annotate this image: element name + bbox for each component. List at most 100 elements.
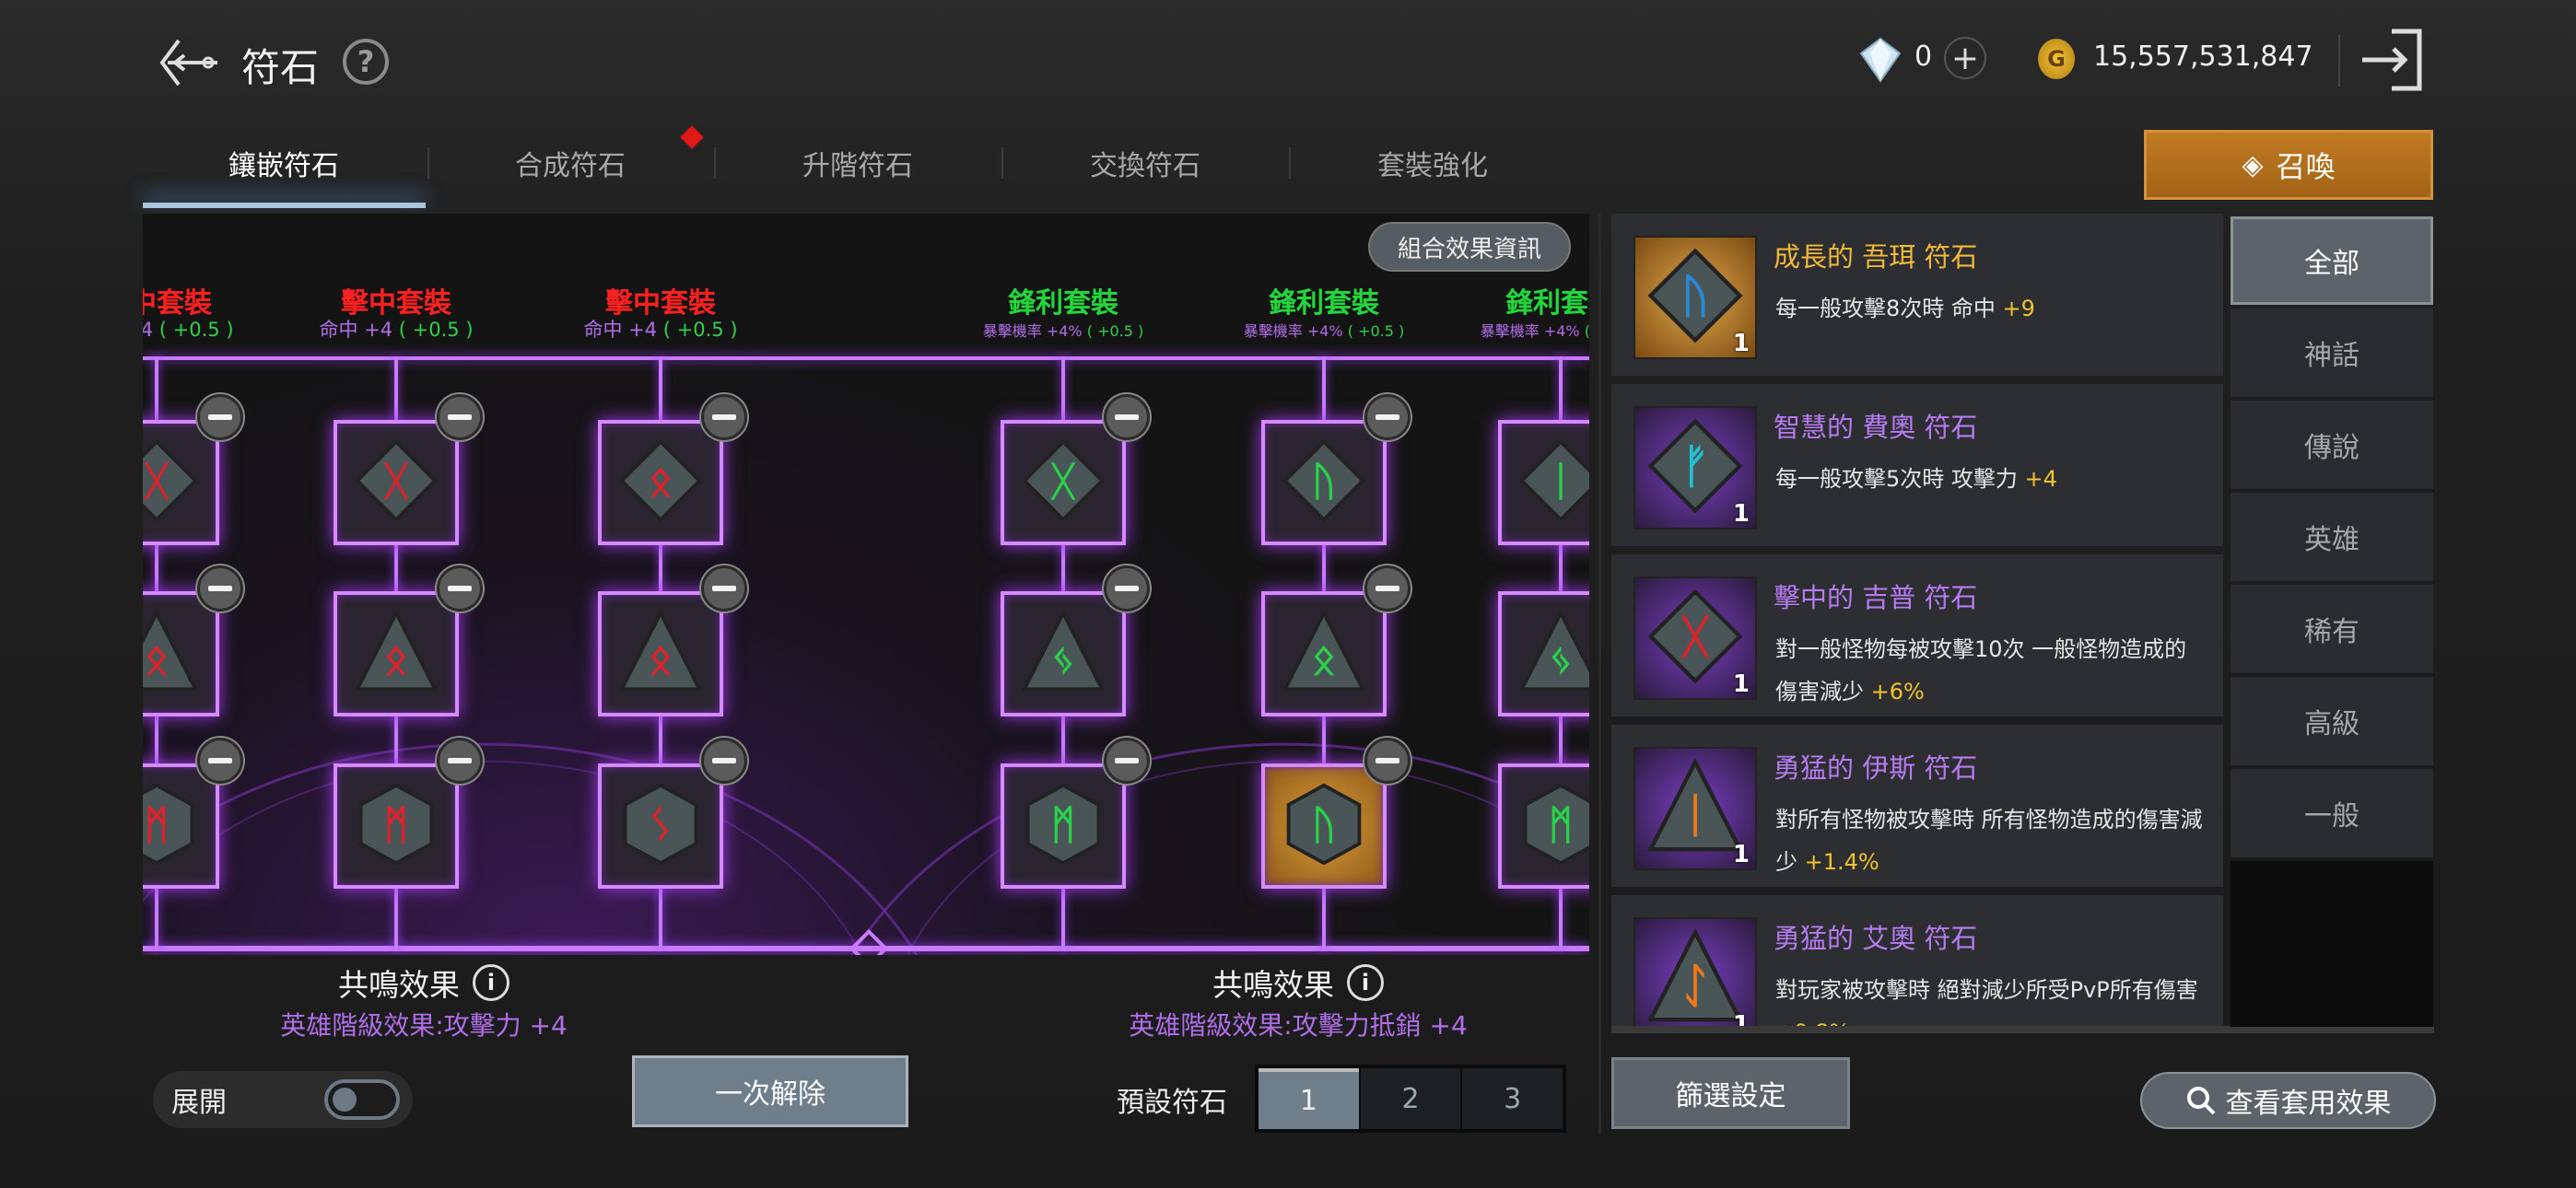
notification-badge bbox=[680, 125, 704, 149]
resonance-label: 共鳴效果 bbox=[338, 967, 460, 1003]
list-scrollbar[interactable] bbox=[1611, 1026, 2434, 1033]
rune-slot[interactable]: ᛊ bbox=[598, 763, 723, 889]
remove-rune-button[interactable] bbox=[701, 738, 747, 784]
filter-tab[interactable]: 稀有 bbox=[2231, 585, 2433, 673]
rune-slot[interactable]: ᛗ bbox=[143, 763, 219, 889]
svg-text:ᚢ: ᚢ bbox=[1312, 458, 1337, 505]
remove-rune-button[interactable] bbox=[1104, 394, 1150, 440]
svg-text:ᛗ: ᛗ bbox=[384, 801, 409, 848]
remove-rune-button[interactable] bbox=[1104, 565, 1150, 611]
tab-inlay[interactable]: 鑲嵌符石 bbox=[228, 150, 339, 182]
rune-icon: ᚢ bbox=[1280, 437, 1368, 529]
svg-text:ᛁ: ᛁ bbox=[1549, 458, 1574, 505]
rune-slot[interactable]: ᚢ bbox=[1261, 763, 1387, 889]
remove-rune-button[interactable] bbox=[197, 394, 243, 440]
rune-slot[interactable]: ᛟ bbox=[598, 591, 723, 716]
exit-button[interactable] bbox=[2359, 28, 2427, 96]
remove-rune-button[interactable] bbox=[197, 738, 243, 784]
set-bonus: 命中 +4 ( +0.5 ) bbox=[522, 315, 799, 343]
filter-tab[interactable]: 傳說 bbox=[2231, 401, 2433, 489]
expand-toggle[interactable]: 展開 bbox=[153, 1071, 413, 1128]
back-button[interactable] bbox=[157, 37, 221, 88]
summon-button[interactable]: ◈ 召喚 bbox=[2144, 130, 2433, 200]
remove-rune-button[interactable] bbox=[1104, 738, 1150, 784]
rune-slot[interactable]: ᚷ bbox=[334, 420, 459, 545]
release-all-button[interactable]: 一次解除 bbox=[632, 1055, 908, 1127]
rune-icon: ᛗ bbox=[352, 780, 440, 872]
svg-text:ᛗ: ᛗ bbox=[1549, 801, 1574, 848]
svg-text:ᚠ: ᚠ bbox=[1681, 439, 1709, 494]
rune-icon: ᛟ bbox=[616, 608, 705, 700]
preset-2-button[interactable]: 2 bbox=[1360, 1068, 1461, 1129]
rune-slot[interactable]: ᛟ bbox=[1261, 591, 1387, 716]
rune-slot[interactable]: ᛁ bbox=[1498, 420, 1589, 545]
add-diamond-button[interactable]: + bbox=[1944, 37, 1986, 79]
rune-slot[interactable]: ᛟ bbox=[334, 591, 459, 716]
tab-exchange[interactable]: 交換符石 bbox=[1090, 150, 1200, 182]
info-icon[interactable]: i bbox=[1347, 964, 1384, 1001]
gold-amount: 15,557,531,847 bbox=[2093, 41, 2313, 73]
preset-1-button[interactable]: 1 bbox=[1259, 1068, 1359, 1129]
remove-rune-button[interactable] bbox=[1364, 738, 1411, 784]
svg-text:ᛁ: ᛁ bbox=[1681, 787, 1709, 842]
remove-rune-button[interactable] bbox=[1364, 394, 1411, 440]
rune-name: 勇猛的 艾奧 符石 bbox=[1774, 923, 1978, 954]
tab-set-enhance[interactable]: 套裝強化 bbox=[1377, 150, 1488, 182]
rune-effect-text: 每一般攻擊5次時 攻擊力 bbox=[1775, 466, 2018, 492]
toggle-switch[interactable] bbox=[324, 1079, 400, 1120]
search-icon bbox=[2186, 1087, 2215, 1115]
svg-text:ᛃ: ᛃ bbox=[1549, 636, 1574, 683]
rune-list-item[interactable]: ᛇ1 勇猛的 艾奧 符石 對玩家被攻擊時 絕對減少所受PvP所有傷害 +0.8% bbox=[1611, 895, 2223, 1026]
summon-gem-icon: ◈ bbox=[2242, 148, 2264, 181]
set-name: 鋒利套裝 bbox=[1269, 287, 1379, 320]
remove-rune-button[interactable] bbox=[437, 565, 483, 611]
rune-effect-text: 對一般怪物每被攻擊10次 一般怪物造成的傷害減少 bbox=[1775, 636, 2187, 705]
remove-rune-button[interactable] bbox=[197, 565, 243, 611]
filter-tab[interactable]: 英雄 bbox=[2231, 493, 2433, 581]
preset-3-button[interactable]: 3 bbox=[1462, 1068, 1563, 1129]
rune-slot[interactable]: ᛟ bbox=[143, 591, 219, 716]
remove-rune-button[interactable] bbox=[701, 394, 747, 440]
remove-rune-button[interactable] bbox=[701, 565, 747, 611]
rune-icon: ᛁ bbox=[1516, 437, 1589, 529]
help-button[interactable]: ? bbox=[343, 39, 389, 85]
combo-info-button[interactable]: 組合效果資訊 bbox=[1368, 222, 1571, 272]
rune-icon: ᚷ bbox=[352, 437, 440, 529]
set-bonus-value: ( +0.5 ) bbox=[1086, 322, 1144, 340]
filter-settings-button[interactable]: 篩選設定 bbox=[1611, 1057, 1850, 1129]
summon-label: 召喚 bbox=[2276, 149, 2336, 184]
rune-slot[interactable]: ᚷ bbox=[1001, 420, 1126, 545]
tab-upgrade[interactable]: 升階符石 bbox=[802, 150, 913, 182]
rune-slot[interactable]: ᛗ bbox=[1498, 763, 1589, 889]
rune-slot[interactable]: ᚢ bbox=[1261, 420, 1387, 545]
divider bbox=[1598, 214, 1601, 1135]
rune-count: 1 bbox=[1732, 500, 1750, 528]
view-applied-effects-button[interactable]: 查看套用效果 bbox=[2140, 1072, 2436, 1129]
rune-slot[interactable]: ᛗ bbox=[334, 763, 459, 889]
rune-slot[interactable]: ᚷ bbox=[143, 420, 219, 545]
filter-tab[interactable]: 一般 bbox=[2231, 769, 2433, 857]
rune-slot[interactable]: ᛟ bbox=[598, 420, 723, 545]
svg-text:ᛊ: ᛊ bbox=[649, 801, 673, 848]
divider bbox=[2338, 35, 2340, 87]
rune-slot[interactable]: ᛗ bbox=[1001, 763, 1126, 889]
tab-synthesize[interactable]: 合成符石 bbox=[515, 150, 626, 182]
rune-slot[interactable]: ᛃ bbox=[1001, 591, 1126, 716]
remove-rune-button[interactable] bbox=[437, 394, 483, 440]
filter-tab[interactable]: 全部 bbox=[2231, 216, 2433, 305]
rune-icon: ᛁ bbox=[1645, 756, 1746, 861]
filter-tab[interactable]: 高級 bbox=[2231, 677, 2433, 765]
remove-rune-button[interactable] bbox=[437, 738, 483, 784]
board-bottom-line bbox=[143, 946, 1589, 951]
info-icon[interactable]: i bbox=[473, 964, 509, 1001]
filter-tab[interactable]: 神話 bbox=[2231, 309, 2433, 397]
remove-rune-button[interactable] bbox=[1364, 565, 1411, 611]
svg-text:ᛃ: ᛃ bbox=[1051, 636, 1076, 683]
svg-text:ᛗ: ᛗ bbox=[145, 801, 170, 848]
rune-slot[interactable]: ᛃ bbox=[1498, 591, 1589, 716]
